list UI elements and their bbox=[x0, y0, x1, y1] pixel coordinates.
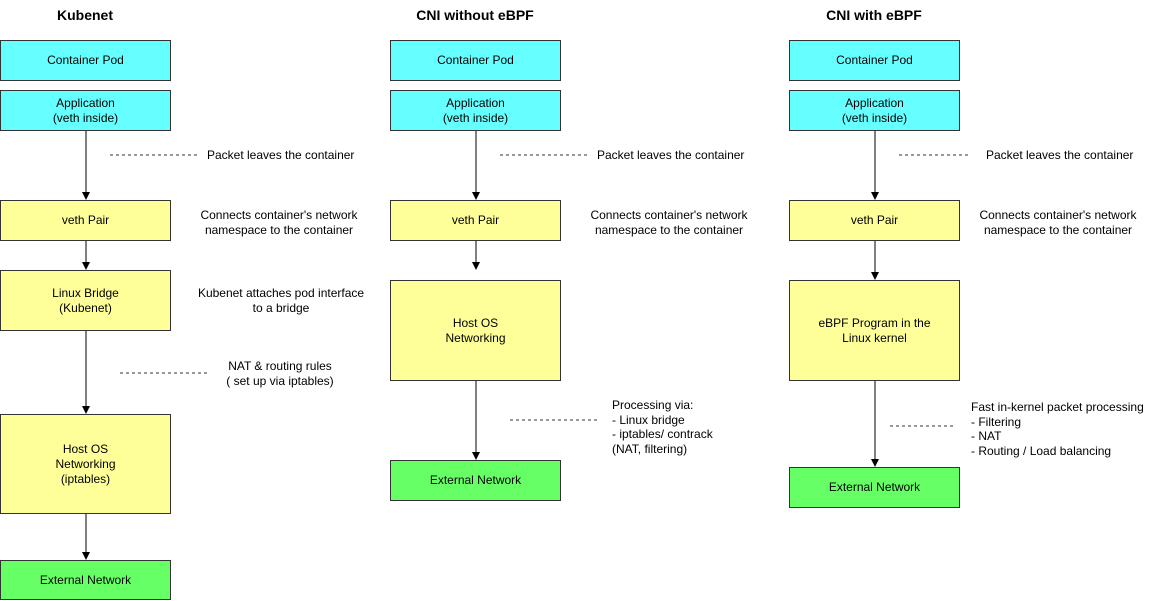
cni-note-packet-leaves: Packet leaves the container bbox=[597, 148, 745, 162]
column-title-cni-with-ebpf: CNI with eBPF bbox=[826, 7, 922, 23]
cni-note-processing: Processing via: - Linux bridge - iptable… bbox=[612, 398, 713, 456]
kubenet-note-packet-leaves: Packet leaves the container bbox=[207, 148, 355, 162]
cni-host-os-box: Host OS Networking bbox=[390, 280, 561, 381]
cni-veth-pair-box: veth Pair bbox=[390, 200, 561, 241]
column-title-cni-without-ebpf: CNI without eBPF bbox=[416, 7, 534, 23]
kubenet-host-os-box: Host OS Networking (iptables) bbox=[0, 414, 171, 514]
kubenet-linux-bridge-box: Linux Bridge (Kubenet) bbox=[0, 270, 171, 331]
column-title-kubenet: Kubenet bbox=[57, 7, 113, 23]
kubenet-note-bridge-attach: Kubenet attaches pod interface to a brid… bbox=[197, 286, 365, 315]
ebpf-application-box: Application (veth inside) bbox=[789, 90, 960, 131]
ebpf-note-fast-processing: Fast in-kernel packet processing - Filte… bbox=[971, 400, 1144, 458]
kubenet-external-network-box: External Network bbox=[0, 560, 171, 600]
kubenet-application-box: Application (veth inside) bbox=[0, 90, 171, 131]
ebpf-note-veth-connects: Connects container's network namespace t… bbox=[979, 208, 1137, 237]
cni-note-veth-connects: Connects container's network namespace t… bbox=[590, 208, 748, 237]
ebpf-veth-pair-box: veth Pair bbox=[789, 200, 960, 241]
ebpf-container-pod-box: Container Pod bbox=[789, 40, 960, 81]
ebpf-note-packet-leaves: Packet leaves the container bbox=[986, 148, 1134, 162]
cni-application-box: Application (veth inside) bbox=[390, 90, 561, 131]
ebpf-program-box: eBPF Program in the Linux kernel bbox=[789, 280, 960, 381]
kubenet-note-veth-connects: Connects container's network namespace t… bbox=[200, 208, 358, 237]
cni-container-pod-box: Container Pod bbox=[390, 40, 561, 81]
kubenet-veth-pair-box: veth Pair bbox=[0, 200, 171, 241]
kubenet-note-nat-rules: NAT & routing rules ( set up via iptable… bbox=[226, 359, 334, 388]
cni-external-network-box: External Network bbox=[390, 460, 561, 501]
ebpf-external-network-box: External Network bbox=[789, 467, 960, 508]
kubenet-container-pod-box: Container Pod bbox=[0, 40, 171, 81]
